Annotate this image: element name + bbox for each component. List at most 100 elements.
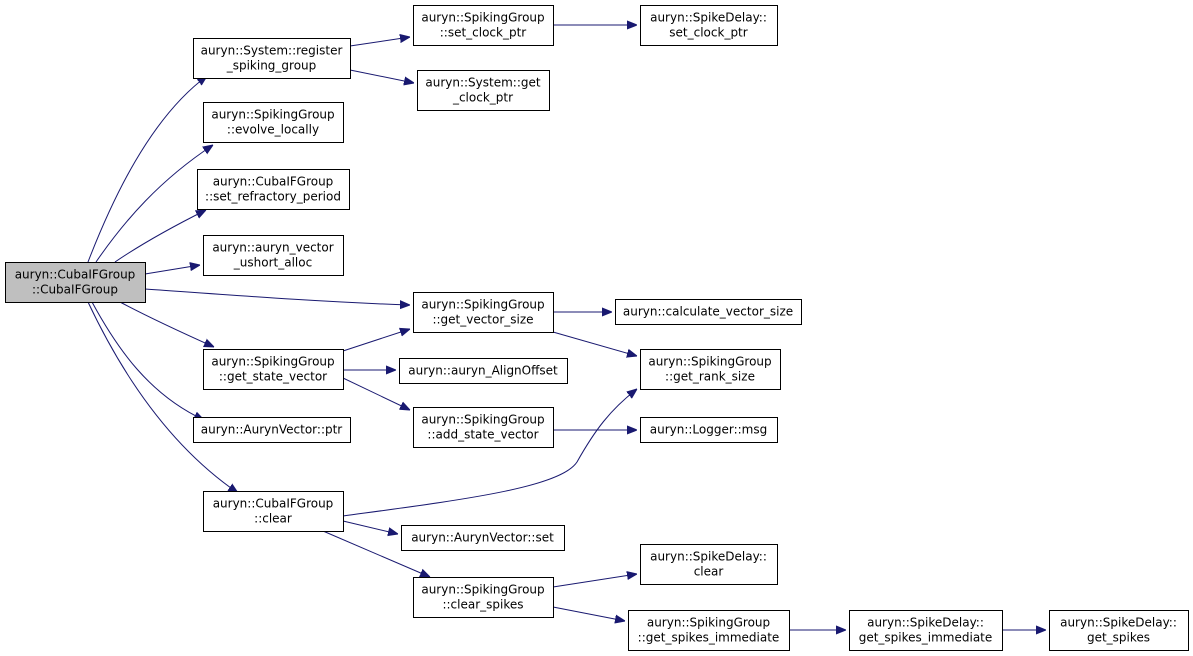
node-box bbox=[413, 407, 554, 448]
node-label-line: ::add_state_vector bbox=[427, 428, 538, 442]
node-sys_get_clock_ptr[interactable]: auryn::System::get_clock_ptr bbox=[417, 70, 550, 111]
node-aurynvector_ptr[interactable]: auryn::AurynVector::ptr bbox=[193, 417, 351, 443]
node-aurynvector_set[interactable]: auryn::AurynVector::set bbox=[401, 525, 565, 551]
node-box bbox=[849, 610, 1003, 651]
edge-cubaif_clear-to-get_rank_size bbox=[342, 389, 637, 517]
node-label-line: auryn::SpikingGroup bbox=[647, 616, 770, 630]
node-label-line: auryn::SpikingGroup bbox=[211, 108, 334, 122]
node-label-line: ::CubaIFGroup bbox=[32, 283, 118, 297]
node-clear_spikes[interactable]: auryn::SpikingGroup::clear_spikes bbox=[413, 577, 554, 618]
node-label-line: auryn::SpikingGroup bbox=[421, 413, 544, 427]
node-box bbox=[413, 292, 554, 333]
node-label-line: auryn::System::register bbox=[201, 44, 343, 58]
node-vector_alloc[interactable]: auryn::auryn_vector_ushort_alloc bbox=[203, 235, 344, 276]
node-box bbox=[203, 349, 344, 390]
call-edges bbox=[87, 25, 1046, 630]
node-box bbox=[413, 577, 554, 618]
node-label-line: auryn::System::get bbox=[425, 76, 541, 90]
node-sd_get_spikes[interactable]: auryn::SpikeDelay::get_spikes bbox=[1049, 610, 1189, 651]
node-box bbox=[193, 417, 351, 443]
node-box bbox=[640, 5, 778, 46]
node-box bbox=[628, 610, 790, 651]
node-label-line: auryn::SpikingGroup bbox=[421, 298, 544, 312]
node-sg_set_clock_ptr[interactable]: auryn::SpikingGroup::set_clock_ptr bbox=[413, 5, 554, 46]
node-label-line: auryn::AurynVector::ptr bbox=[201, 423, 343, 437]
node-label-line: auryn::auryn_AlignOffset bbox=[408, 364, 558, 378]
node-sd_get_spikes_immediate[interactable]: auryn::SpikeDelay::get_spikes_immediate bbox=[849, 610, 1003, 651]
node-label-line: ::get_state_vector bbox=[219, 370, 327, 384]
node-label-line: auryn::Logger::msg bbox=[650, 423, 768, 437]
node-label-line: auryn::SpikingGroup bbox=[421, 11, 544, 25]
node-evolve_locally[interactable]: auryn::SpikingGroup::evolve_locally bbox=[203, 102, 344, 143]
node-add_state_vector[interactable]: auryn::SpikingGroup::add_state_vector bbox=[413, 407, 554, 448]
node-label-line: ::get_vector_size bbox=[432, 313, 533, 327]
node-label-line: ::get_rank_size bbox=[665, 370, 755, 384]
node-box bbox=[203, 235, 344, 276]
node-box bbox=[417, 70, 550, 111]
node-label-line: ::set_refractory_period bbox=[205, 190, 341, 204]
node-box bbox=[640, 349, 781, 390]
node-box bbox=[401, 525, 565, 551]
node-label-line: auryn::CubaIFGroup bbox=[15, 268, 136, 282]
node-align_offset[interactable]: auryn::auryn_AlignOffset bbox=[399, 358, 568, 384]
node-label-line: clear bbox=[694, 565, 724, 579]
edge-get_state_vector-to-get_vector_size bbox=[342, 329, 410, 352]
node-logger_msg[interactable]: auryn::Logger::msg bbox=[640, 417, 778, 443]
node-label-line: ::clear_spikes bbox=[442, 598, 523, 612]
node-box bbox=[203, 102, 344, 143]
node-label-line: ::set_clock_ptr bbox=[440, 26, 527, 40]
node-root[interactable]: auryn::CubaIFGroup::CubaIFGroup bbox=[5, 262, 146, 303]
node-sd_clear[interactable]: auryn::SpikeDelay::clear bbox=[640, 544, 778, 585]
node-box bbox=[197, 169, 350, 210]
node-get_rank_size[interactable]: auryn::SpikingGroup::get_rank_size bbox=[640, 349, 781, 390]
edge-get_state_vector-to-add_state_vector bbox=[342, 377, 410, 410]
edge-root-to-aurynvector_ptr bbox=[91, 301, 204, 420]
node-label-line: auryn::SpikeDelay:: bbox=[1060, 616, 1177, 630]
node-box bbox=[193, 38, 351, 79]
node-box bbox=[5, 262, 146, 303]
node-label-line: auryn::SpikeDelay:: bbox=[650, 550, 767, 564]
node-label-line: auryn::CubaIFGroup bbox=[213, 497, 334, 511]
node-cubaif_clear[interactable]: auryn::CubaIFGroup::clear bbox=[203, 491, 344, 532]
node-sg_get_spikes_immediate[interactable]: auryn::SpikingGroup::get_spikes_immediat… bbox=[628, 610, 790, 651]
edge-cubaif_clear-to-clear_spikes bbox=[322, 530, 430, 577]
edge-root-to-sys_register bbox=[87, 76, 207, 263]
node-box bbox=[203, 491, 344, 532]
node-get_vector_size[interactable]: auryn::SpikingGroup::get_vector_size bbox=[413, 292, 554, 333]
node-get_state_vector[interactable]: auryn::SpikingGroup::get_state_vector bbox=[203, 349, 344, 390]
node-sys_register[interactable]: auryn::System::register_spiking_group bbox=[193, 38, 351, 79]
node-label-line: _ushort_alloc bbox=[233, 256, 312, 270]
node-calc_vector_size[interactable]: auryn::calculate_vector_size bbox=[615, 299, 802, 325]
edge-root-to-cubaif_clear bbox=[87, 301, 238, 493]
edge-root-to-evolve_locally bbox=[95, 145, 213, 263]
node-box bbox=[413, 5, 554, 46]
node-box bbox=[1049, 610, 1189, 651]
node-label-line: get_spikes bbox=[1087, 631, 1150, 645]
edge-get_vector_size-to-get_rank_size bbox=[552, 331, 637, 356]
node-label-line: auryn::SpikingGroup bbox=[421, 583, 544, 597]
node-box bbox=[399, 358, 568, 384]
node-label-line: _clock_ptr bbox=[452, 91, 513, 105]
node-label-line: ::evolve_locally bbox=[227, 123, 319, 137]
edge-root-to-get_vector_size bbox=[144, 288, 410, 305]
edge-sys_register-to-sys_get_clock_ptr bbox=[349, 69, 414, 83]
node-box bbox=[615, 299, 802, 325]
edge-root-to-get_state_vector bbox=[119, 301, 214, 347]
node-label-line: auryn::auryn_vector bbox=[212, 241, 333, 255]
node-set_refractory[interactable]: auryn::CubaIFGroup::set_refractory_perio… bbox=[197, 169, 350, 210]
node-label-line: _spiking_group bbox=[226, 59, 317, 73]
node-label-line: auryn::SpikeDelay:: bbox=[867, 616, 984, 630]
edge-cubaif_clear-to-aurynvector_set bbox=[342, 520, 398, 534]
node-sd_set_clock_ptr[interactable]: auryn::SpikeDelay::set_clock_ptr bbox=[640, 5, 778, 46]
node-label-line: ::get_spikes_immediate bbox=[638, 631, 780, 645]
node-label-line: ::clear bbox=[254, 512, 292, 526]
edge-root-to-set_refractory bbox=[114, 210, 206, 263]
edge-root-to-vector_alloc bbox=[144, 265, 200, 275]
node-label-line: auryn::SpikingGroup bbox=[648, 355, 771, 369]
node-label-line: set_clock_ptr bbox=[669, 26, 747, 40]
node-label-line: auryn::SpikeDelay:: bbox=[650, 11, 767, 25]
node-label-line: auryn::AurynVector::set bbox=[411, 531, 554, 545]
node-box bbox=[640, 544, 778, 585]
function-nodes: auryn::CubaIFGroup::CubaIFGroup auryn::Sy… bbox=[5, 5, 1189, 651]
node-label-line: auryn::calculate_vector_size bbox=[623, 305, 793, 319]
